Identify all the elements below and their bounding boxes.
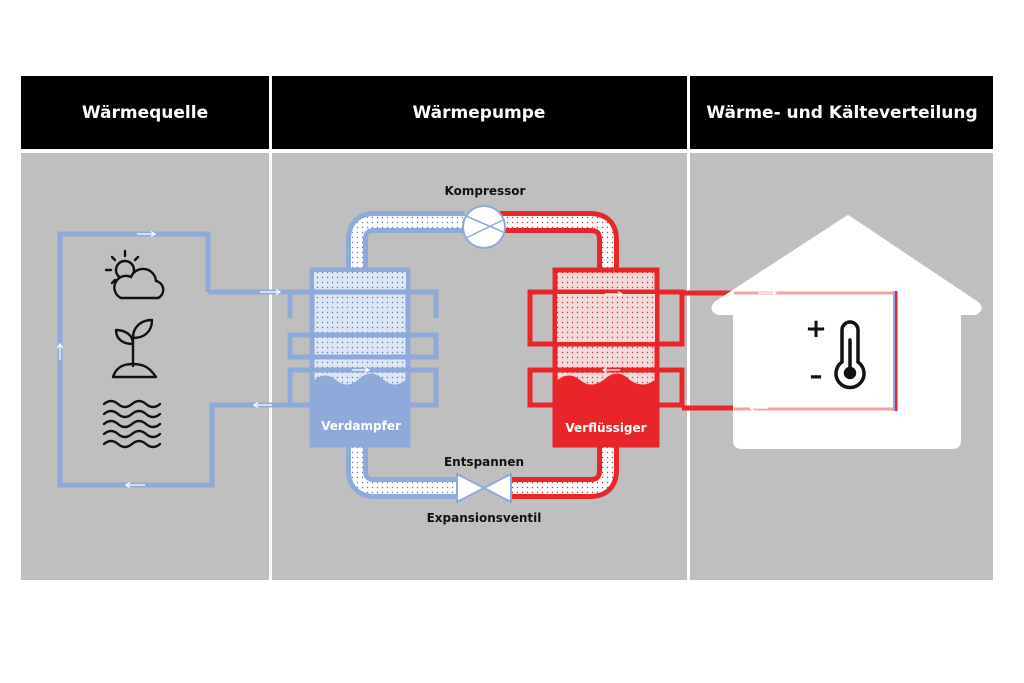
- header-source: [21, 76, 269, 149]
- refrigerant-pipe-cold: [346, 211, 465, 499]
- condenser: [527, 267, 685, 448]
- sun-cloud-icon: [104, 249, 165, 300]
- water-waves-icon: [102, 399, 162, 449]
- header-pump-label: Wärmepumpe: [413, 103, 546, 123]
- header-distribution-label: Wärme- und Kälteverteilung: [706, 103, 977, 123]
- source-flow-arrows: [56, 230, 282, 489]
- thermometer-icon: [834, 320, 866, 390]
- compressor-label: Kompressor: [445, 184, 526, 198]
- expansion-bottom-label: Expansionsventil: [427, 511, 542, 525]
- house-icon: [711, 214, 982, 449]
- distribution-flow-arrows: [748, 289, 778, 412]
- minus-sign: –: [810, 361, 823, 391]
- condenser-label: Verflüssiger: [565, 421, 646, 435]
- header-distribution: [690, 76, 993, 149]
- expansion-top-label: Entspannen: [444, 455, 524, 469]
- header-source-label: Wärmequelle: [82, 103, 208, 123]
- header-pump: [272, 76, 687, 149]
- expansion-valve: [456, 472, 512, 504]
- evaporator: [287, 267, 439, 448]
- evaporator-label: Verdampfer: [321, 419, 401, 433]
- pump-flow-arrows: [352, 290, 624, 374]
- plus-sign: +: [805, 314, 827, 344]
- compressor: [462, 205, 506, 249]
- plant-icon: [111, 318, 158, 379]
- refrigerant-pipe-hot: [500, 211, 619, 499]
